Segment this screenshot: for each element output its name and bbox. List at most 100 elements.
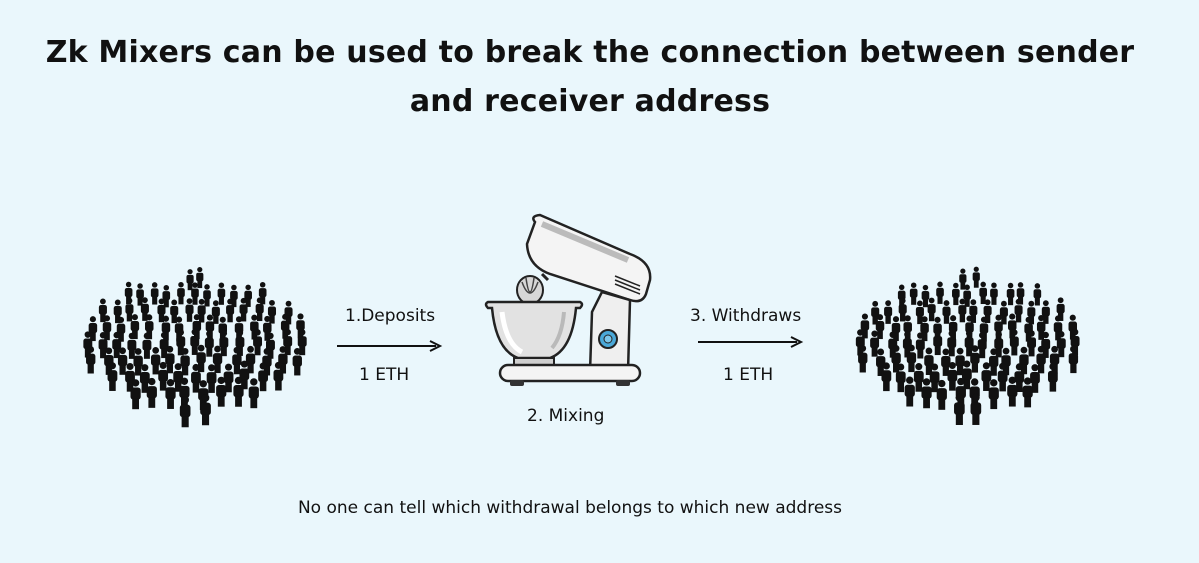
person-icon <box>130 314 140 340</box>
person-icon <box>897 284 906 307</box>
stand-mixer-icon <box>484 213 652 386</box>
person-icon <box>173 363 184 392</box>
person-icon <box>212 345 223 374</box>
person-icon <box>86 346 96 374</box>
person-icon <box>906 344 917 373</box>
person-icon <box>230 284 238 308</box>
person-icon <box>162 284 171 308</box>
person-icon <box>176 329 186 356</box>
person-icon <box>891 345 901 373</box>
person-icon <box>83 331 93 358</box>
footer-note: No one can tell which withdrawal belongs… <box>297 498 843 518</box>
person-icon <box>233 376 244 407</box>
person-icon <box>255 297 264 322</box>
person-icon <box>244 284 252 307</box>
person-icon <box>1041 300 1050 324</box>
person-icon <box>948 315 958 341</box>
person-icon <box>955 347 965 376</box>
person-icon <box>1014 298 1023 323</box>
person-icon <box>983 299 992 323</box>
deposits-label: 1.Deposits <box>345 306 436 326</box>
person-icon <box>999 300 1008 325</box>
person-icon <box>206 364 217 393</box>
person-icon <box>253 329 263 356</box>
person-icon <box>959 268 967 290</box>
person-icon <box>1006 282 1015 306</box>
person-icon <box>280 313 290 339</box>
person-icon <box>179 396 191 428</box>
senders-crowd-icon <box>83 266 307 428</box>
person-icon <box>977 332 987 359</box>
person-icon <box>258 362 268 392</box>
person-icon <box>989 348 999 376</box>
person-icon <box>1001 347 1011 376</box>
person-icon <box>858 345 868 373</box>
person-icon <box>113 299 122 324</box>
deposit-arrow-icon <box>337 340 443 352</box>
person-icon <box>186 269 194 291</box>
person-icon <box>972 266 980 288</box>
page-title: Zk Mixers can be used to break the conne… <box>0 28 1180 126</box>
person-icon <box>947 361 958 391</box>
person-icon <box>979 281 988 305</box>
person-icon <box>933 328 943 356</box>
person-icon <box>98 332 108 359</box>
person-icon <box>1022 377 1033 408</box>
person-icon <box>239 360 250 390</box>
person-icon <box>127 332 137 359</box>
person-icon <box>875 314 885 340</box>
person-icon <box>216 376 227 407</box>
person-icon <box>970 393 982 425</box>
person-icon <box>913 363 924 392</box>
person-icon <box>245 345 256 374</box>
person-icon <box>158 361 169 391</box>
person-icon <box>204 330 214 357</box>
person-icon <box>1030 364 1040 393</box>
person-icon <box>942 300 951 324</box>
person-icon <box>267 299 277 324</box>
person-icon <box>165 345 175 374</box>
person-icon <box>924 347 934 375</box>
person-icon <box>112 331 122 359</box>
title-line-1: Zk Mixers can be used to break the conne… <box>45 35 1135 70</box>
person-icon <box>988 379 999 410</box>
person-icon <box>963 284 971 307</box>
person-icon <box>921 284 930 308</box>
receivers-crowd-icon <box>855 266 1080 425</box>
person-icon <box>150 282 159 305</box>
person-icon <box>898 297 907 322</box>
person-icon <box>248 378 259 409</box>
person-icon <box>203 284 211 307</box>
person-icon <box>185 298 194 322</box>
person-icon <box>98 298 107 323</box>
person-icon <box>884 300 893 324</box>
person-icon <box>136 283 144 306</box>
person-icon <box>102 315 112 341</box>
person-icon <box>936 379 947 410</box>
person-icon <box>250 314 259 340</box>
person-icon <box>273 361 284 391</box>
mixing-label: 2. Mixing <box>527 406 605 426</box>
person-icon <box>1009 329 1019 356</box>
person-icon <box>1007 376 1018 407</box>
person-icon <box>133 348 143 376</box>
person-icon <box>130 379 141 410</box>
person-icon <box>965 315 974 341</box>
person-icon <box>140 297 149 321</box>
person-icon <box>871 300 880 325</box>
person-icon <box>929 363 940 393</box>
person-icon <box>927 297 936 322</box>
person-icon <box>855 329 865 356</box>
person-icon <box>265 332 275 359</box>
person-icon <box>1019 346 1029 375</box>
person-icon <box>870 330 880 357</box>
person-icon <box>107 362 118 391</box>
person-icon <box>165 378 176 409</box>
person-icon <box>239 297 248 322</box>
person-icon <box>159 331 169 359</box>
person-icon <box>180 347 190 376</box>
person-icon <box>232 346 242 375</box>
person-icon <box>941 348 951 376</box>
person-icon <box>200 394 211 426</box>
